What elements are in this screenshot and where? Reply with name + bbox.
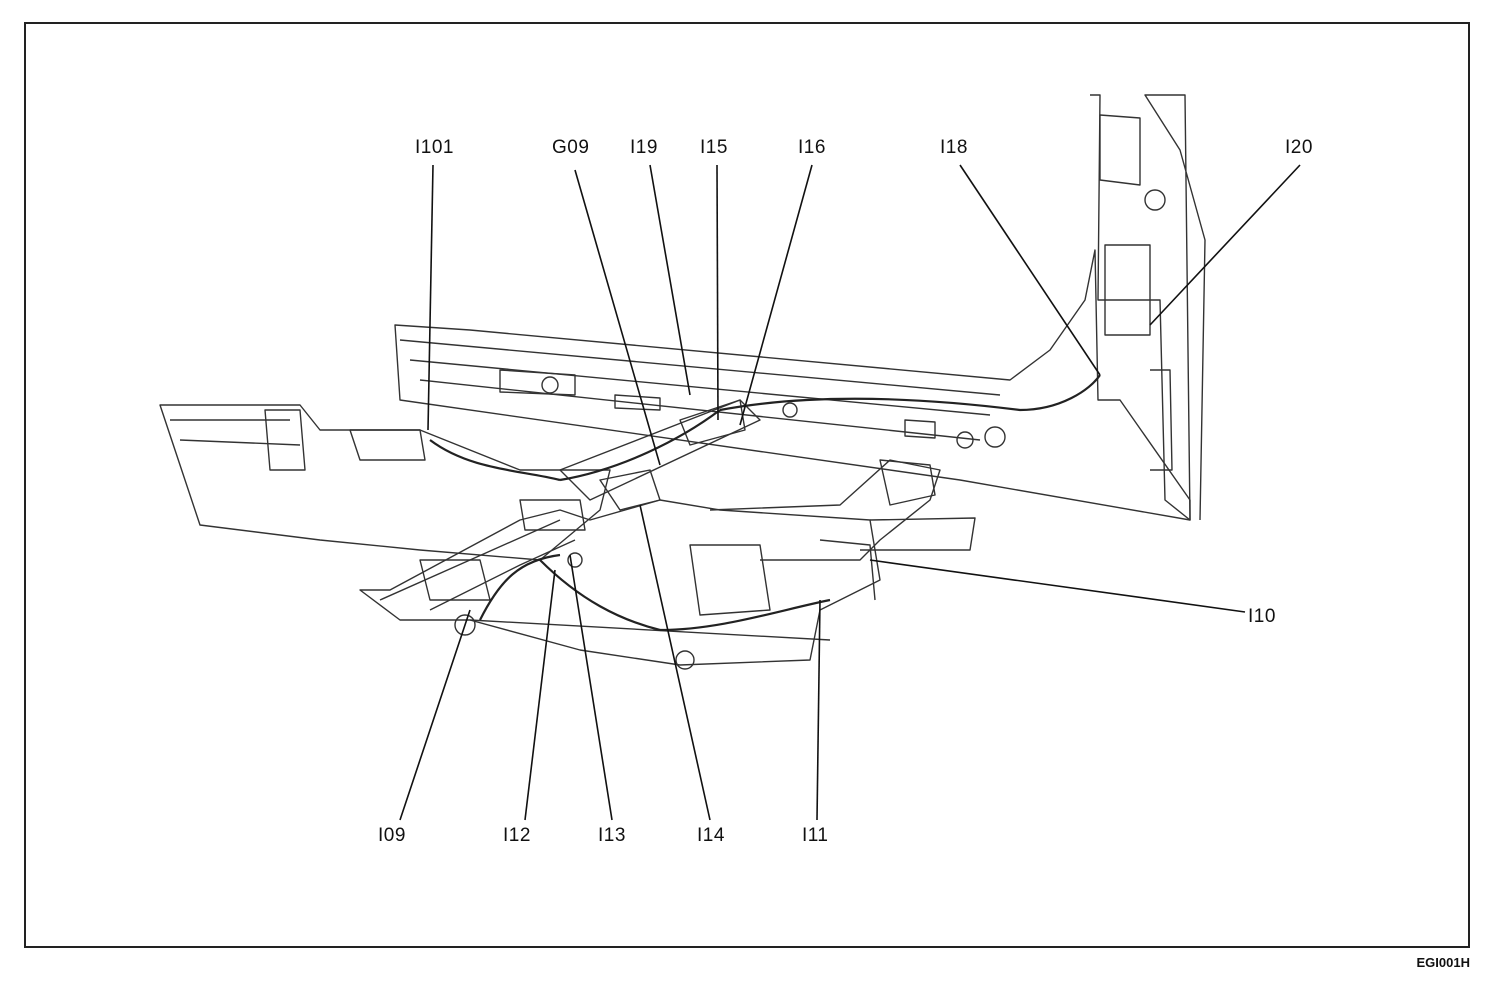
leader-i18 [959,164,1101,376]
label-i15: I15 [700,137,728,158]
rear-floor [359,499,881,666]
leader-i11 [816,599,821,821]
leader-i101 [427,164,434,431]
wiring-harness [429,374,1101,632]
label-i20: I20 [1285,137,1313,158]
leader-i09 [399,609,471,821]
vehicle-body-structure [159,94,1206,670]
leader-i15 [716,164,719,421]
label-i19: I19 [630,137,658,158]
diagram-frame [24,22,1470,948]
label-i14: I14 [697,825,725,846]
pillar-outline [1090,94,1206,521]
leader-i13 [569,554,613,821]
leader-i20 [1149,164,1301,326]
cross-member [559,399,761,501]
leader-i10 [869,559,1246,613]
label-i12: I12 [503,825,531,846]
label-i18: I18 [940,137,968,158]
leader-i16 [739,164,813,426]
leader-i12 [524,569,556,821]
leader-i19 [649,164,691,396]
label-g09: G09 [552,137,590,158]
label-i10: I10 [1248,606,1276,627]
leader-g09 [574,169,661,466]
label-i16: I16 [798,137,826,158]
label-i09: I09 [378,825,406,846]
callout-leaders [399,164,1301,821]
leader-i14 [639,504,711,821]
label-i11: I11 [802,825,829,846]
label-i13: I13 [598,825,626,846]
label-i101: I101 [415,137,454,158]
figure-id: EGI001H [1416,955,1470,970]
side-sill [394,249,1191,521]
front-floor [159,404,611,561]
